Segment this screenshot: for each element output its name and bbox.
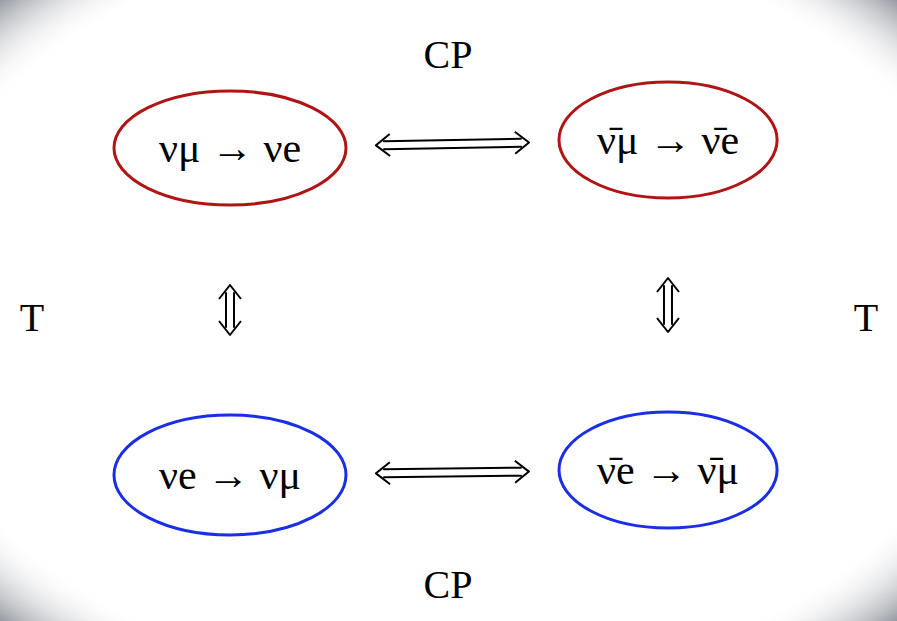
double-arrow <box>219 285 241 335</box>
symmetry-label: CP <box>420 565 477 605</box>
double-arrow <box>376 461 529 484</box>
process-label: ν̄μ → ν̄e <box>597 117 739 163</box>
reaction-ellipse: ν̄μ → ν̄e <box>557 80 779 200</box>
double-arrow <box>657 278 679 332</box>
process-label: νμ → νe <box>159 125 301 171</box>
reaction-ellipse: ν̄e → ν̄μ <box>557 410 779 530</box>
process-label: νe → νμ <box>159 452 301 498</box>
reaction-ellipse: νμ → νe <box>112 89 348 207</box>
symmetry-label: CP <box>420 35 477 75</box>
symmetry-label: T <box>850 298 882 338</box>
double-arrow <box>376 132 529 156</box>
process-label: ν̄e → ν̄μ <box>597 447 739 493</box>
reaction-ellipse: νe → νμ <box>112 413 348 537</box>
symmetry-label: T <box>16 298 48 338</box>
